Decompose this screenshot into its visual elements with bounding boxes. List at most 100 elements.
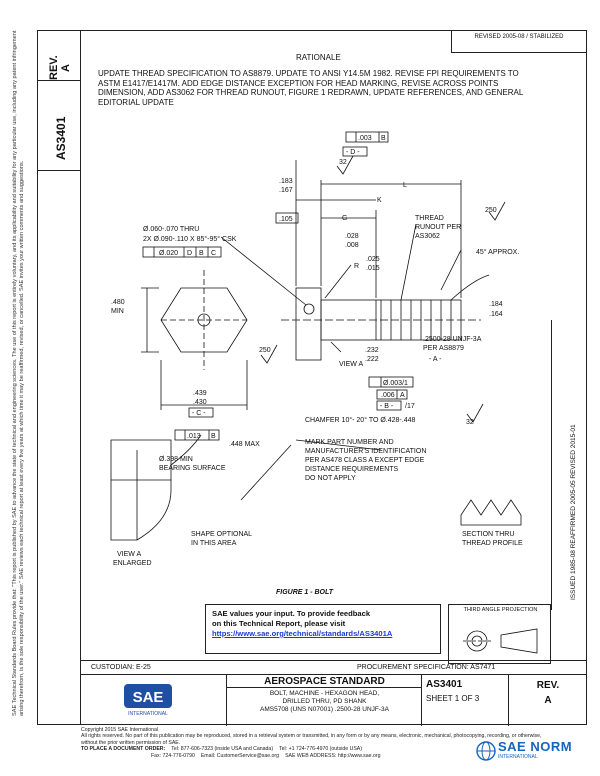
- datum-a: - A -: [429, 356, 442, 363]
- dim-028: .028: [345, 233, 359, 240]
- sae-notice: SAE Technical Standards Board Rules prov…: [12, 30, 25, 716]
- tel-1: Tel: 877-606-7323 (inside USA and Canada…: [171, 746, 274, 753]
- thread-runout-1: THREAD: [415, 215, 444, 222]
- doc-number: AS3401: [426, 679, 463, 690]
- view-a-enlarged-1: VIEW A: [117, 551, 141, 558]
- subtitle-line-2: DRILLED THRU, PD SHANK: [282, 698, 367, 705]
- frame-020: Ø.020: [159, 250, 178, 257]
- view-a-enlarged-2: ENLARGED: [113, 560, 152, 567]
- left-column-divider: [37, 170, 81, 171]
- subtitle-line-3: AMS5708 (UNS N07001) .2500-28 UNJF-3A: [260, 706, 389, 713]
- dim-g: G: [342, 215, 347, 222]
- shape-optional-1: SHAPE OPTIONAL: [191, 531, 252, 538]
- projection-label: THIRD ANGLE PROJECTION: [463, 607, 538, 613]
- thread-runout-2: RUNOUT PER: [415, 224, 461, 231]
- standard-title: AEROSPACE STANDARD: [227, 675, 422, 688]
- custodian: CUSTODIAN: E-25: [91, 664, 151, 671]
- datum-c: - C -: [192, 410, 206, 417]
- title-cell: AEROSPACE STANDARD BOLT, MACHINE - HEXAG…: [227, 675, 422, 726]
- frame-006-datum: A: [400, 392, 405, 399]
- surface-250-top: 250: [485, 207, 497, 214]
- rev-label: REV.: [536, 680, 560, 691]
- tel-2: Tel: +1 724-776-4970 (outside USA): [279, 746, 362, 753]
- revision-history-box: REVISED 2005-08 / STABILIZED: [451, 31, 586, 53]
- angle-45: 45° APPROX.: [476, 248, 519, 256]
- surface-32-top: 32: [339, 159, 347, 166]
- mark-note-1: MARK PART NUMBER AND: [305, 439, 394, 446]
- figure-title: FIGURE 1 - BOLT: [276, 589, 334, 596]
- max-448: .448 MAX: [229, 441, 260, 448]
- sae-logo-icon: SAE INTERNATIONAL: [124, 684, 172, 717]
- procurement-spec: PROCUREMENT SPECIFICATION: AS7471: [357, 664, 496, 671]
- section-1: SECTION THRU: [462, 531, 514, 538]
- dim-480-min: MIN: [111, 308, 124, 315]
- dim-105: .105: [279, 216, 293, 223]
- copyright: Copyright 2015 SAE International: [81, 727, 158, 733]
- frame-013-datum: B: [211, 433, 216, 440]
- dim-008: .008: [345, 242, 359, 249]
- chamfer-note: CHAMFER 10°- 20° TO Ø.428-.448: [305, 416, 415, 424]
- view-a-enlarged: [110, 439, 172, 541]
- globe-icon: [476, 741, 496, 761]
- feedback-box: SAE values your input. To provide feedba…: [205, 604, 441, 654]
- bearing-1: Ø.398 MIN: [159, 456, 193, 463]
- side-doc-number: AS3401: [54, 116, 68, 160]
- dim-r: R: [354, 263, 359, 270]
- frame-003: .003: [358, 135, 372, 142]
- surface-250-left: 250: [259, 347, 271, 354]
- subtitle-line-1: BOLT, MACHINE - HEXAGON HEAD,: [269, 690, 380, 697]
- feedback-line-1: SAE values your input. To provide feedba…: [212, 609, 371, 618]
- dim-164: .164: [489, 311, 503, 318]
- frame-006: .006: [381, 392, 395, 399]
- revision-dates: ISSUED 1985-08 REAFFIRMED 2005-05 REVISE…: [570, 424, 577, 600]
- dim-015: .015: [366, 265, 380, 272]
- dim-480: .480: [111, 299, 125, 306]
- rights-statement: All rights reserved. No part of this pub…: [81, 733, 542, 746]
- projection-box: THIRD ANGLE PROJECTION: [448, 604, 551, 664]
- bolt-head-side: [295, 287, 322, 361]
- mark-note-4: DISTANCE REQUIREMENTS: [305, 466, 399, 473]
- dim-183: .183: [279, 178, 293, 185]
- left-margin-column: [37, 30, 81, 725]
- dim-167: .167: [279, 187, 293, 194]
- thread-spec-1: .2500-28 UNJF-3A: [423, 336, 482, 343]
- dim-184: .184: [489, 301, 503, 308]
- shape-optional-2: IN THIS AREA: [191, 540, 237, 547]
- frame-020-c: C: [211, 250, 216, 257]
- logo-sub: INTERNATIONAL: [128, 711, 168, 717]
- frame-0031: Ø.003/1: [383, 380, 408, 387]
- watermark: SAE NORM INTERNATIONAL: [476, 738, 592, 766]
- mark-note-5: DO NOT APPLY: [305, 475, 356, 482]
- drill-hole: [197, 313, 211, 327]
- thread-section-profile: [460, 499, 522, 526]
- dim-l: L: [403, 182, 407, 189]
- footer: Copyright 2015 SAE International All rig…: [81, 727, 551, 759]
- fax: Fax: 724-776-0790: [151, 752, 195, 759]
- web-address[interactable]: SAE WEB ADDRESS: http://www.sae.org: [285, 752, 381, 759]
- watermark-text: SAE NORM: [498, 739, 573, 754]
- dim-17: /17: [405, 403, 415, 410]
- custodian-row: CUSTODIAN: E-25 PROCUREMENT SPECIFICATIO…: [81, 660, 587, 674]
- sheet-border: [37, 30, 587, 725]
- frame-020-d: D: [187, 250, 192, 257]
- doc-cell: AS3401 SHEET 1 OF 3: [422, 675, 509, 726]
- surface-32-right: 32: [466, 419, 474, 426]
- dim-k: K: [377, 197, 382, 204]
- projection-symbol-icon: [463, 628, 538, 654]
- order-label: TO PLACE A DOCUMENT ORDER:: [81, 746, 166, 753]
- bolt-drawing: .183 .167 K L G .105 THREAD RUNOUT PER A…: [81, 120, 551, 610]
- frame-003-datum: B: [381, 135, 386, 142]
- sheet-number: SHEET 1 OF 3: [426, 694, 480, 703]
- datum-d: - D -: [346, 149, 360, 156]
- rev-cell: REV. A: [509, 675, 587, 726]
- drill-spec-1: Ø.060-.070 THRU: [143, 226, 199, 233]
- rev-value: A: [544, 695, 552, 706]
- dim-025: .025: [366, 256, 380, 263]
- logo-cell: SAE INTERNATIONAL: [81, 675, 227, 726]
- feedback-link[interactable]: https://www.sae.org/technical/standards/…: [212, 629, 393, 638]
- mark-note-3: PER AS478 CLASS A EXCEPT EDGE: [305, 457, 425, 464]
- section-2: THREAD PROFILE: [462, 540, 523, 547]
- right-revision-strip: [551, 320, 587, 610]
- dim-430: .430: [193, 399, 207, 406]
